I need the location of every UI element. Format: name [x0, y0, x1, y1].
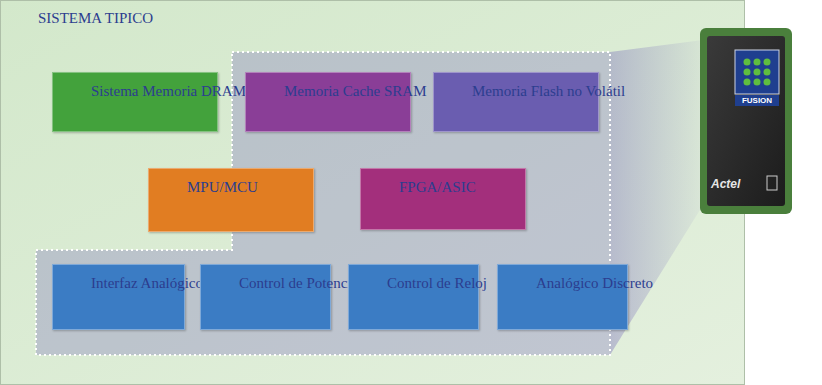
chip-brand-text: Actel — [711, 177, 740, 191]
system-panel — [1, 1, 745, 385]
chip-package — [707, 36, 785, 206]
logic-box: FPGA/ASIC — [360, 168, 526, 230]
chip-mark — [767, 176, 777, 190]
peripheral-box: Control de Potencia — [200, 264, 331, 330]
processor-box: MPU/MCU — [148, 168, 314, 232]
box-label: Memoria Flash no Volátil — [472, 82, 584, 100]
system-panel: SISTEMA TIPICO Sistema Memoria DRAM Memori… — [0, 0, 745, 385]
box-label: Memoria Cache SRAM — [284, 82, 396, 100]
logo-banner — [735, 95, 779, 106]
memory-box: Sistema Memoria DRAM — [52, 72, 218, 132]
peripheral-box: Analógico Discreto — [497, 264, 628, 330]
peripheral-box: Interfaz Analógico — [52, 264, 185, 330]
chip-board — [700, 28, 792, 214]
box-label: Control de Potencia — [239, 274, 331, 292]
box-label: Sistema Memoria DRAM — [91, 82, 216, 100]
logo-dots — [744, 59, 771, 86]
panel-title: SISTEMA TIPICO — [38, 9, 153, 27]
chip-logo — [735, 50, 779, 94]
box-label: Analógico Discreto — [536, 274, 628, 292]
memory-box: Memoria Cache SRAM — [245, 72, 411, 132]
memory-box: Memoria Flash no Volátil — [433, 72, 599, 132]
chip-logo-text: FUSION — [735, 95, 779, 106]
box-label: MPU/MCU — [187, 178, 258, 196]
box-label: Control de Reloj — [387, 274, 479, 292]
box-label: Interfaz Analógico — [91, 274, 183, 292]
box-label: FPGA/ASIC — [399, 178, 476, 196]
chip-illustration — [700, 28, 792, 214]
peripheral-box: Control de Reloj — [348, 264, 479, 330]
